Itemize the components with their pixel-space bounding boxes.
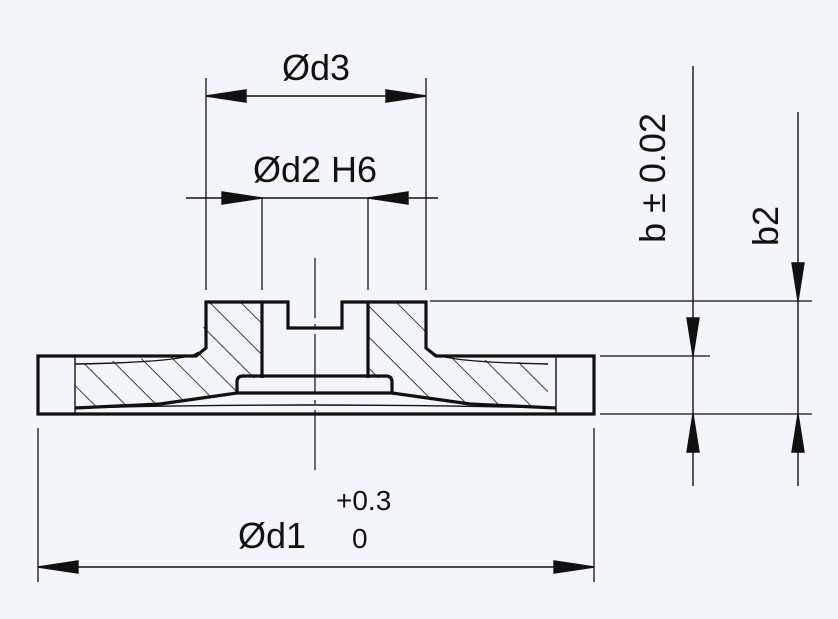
section-hatching [75,303,548,408]
label-d2: Ød2 H6 [253,149,377,190]
dimension-b2 [791,112,805,486]
label-d1-tol-lower: 0 [352,523,368,554]
label-b: b ± 0.02 [632,113,673,243]
label-d1-tol-upper: +0.3 [336,485,391,516]
dimension-b [686,66,700,486]
label-d1: Ød1 [238,515,306,556]
feature-lines [74,351,557,414]
label-b2: b2 [745,206,786,246]
extension-lines [37,78,812,582]
dimension-d1 [37,560,595,574]
dimension-d3 [205,89,427,103]
label-d3: Ød3 [282,47,350,88]
dimension-d2 [186,191,438,205]
